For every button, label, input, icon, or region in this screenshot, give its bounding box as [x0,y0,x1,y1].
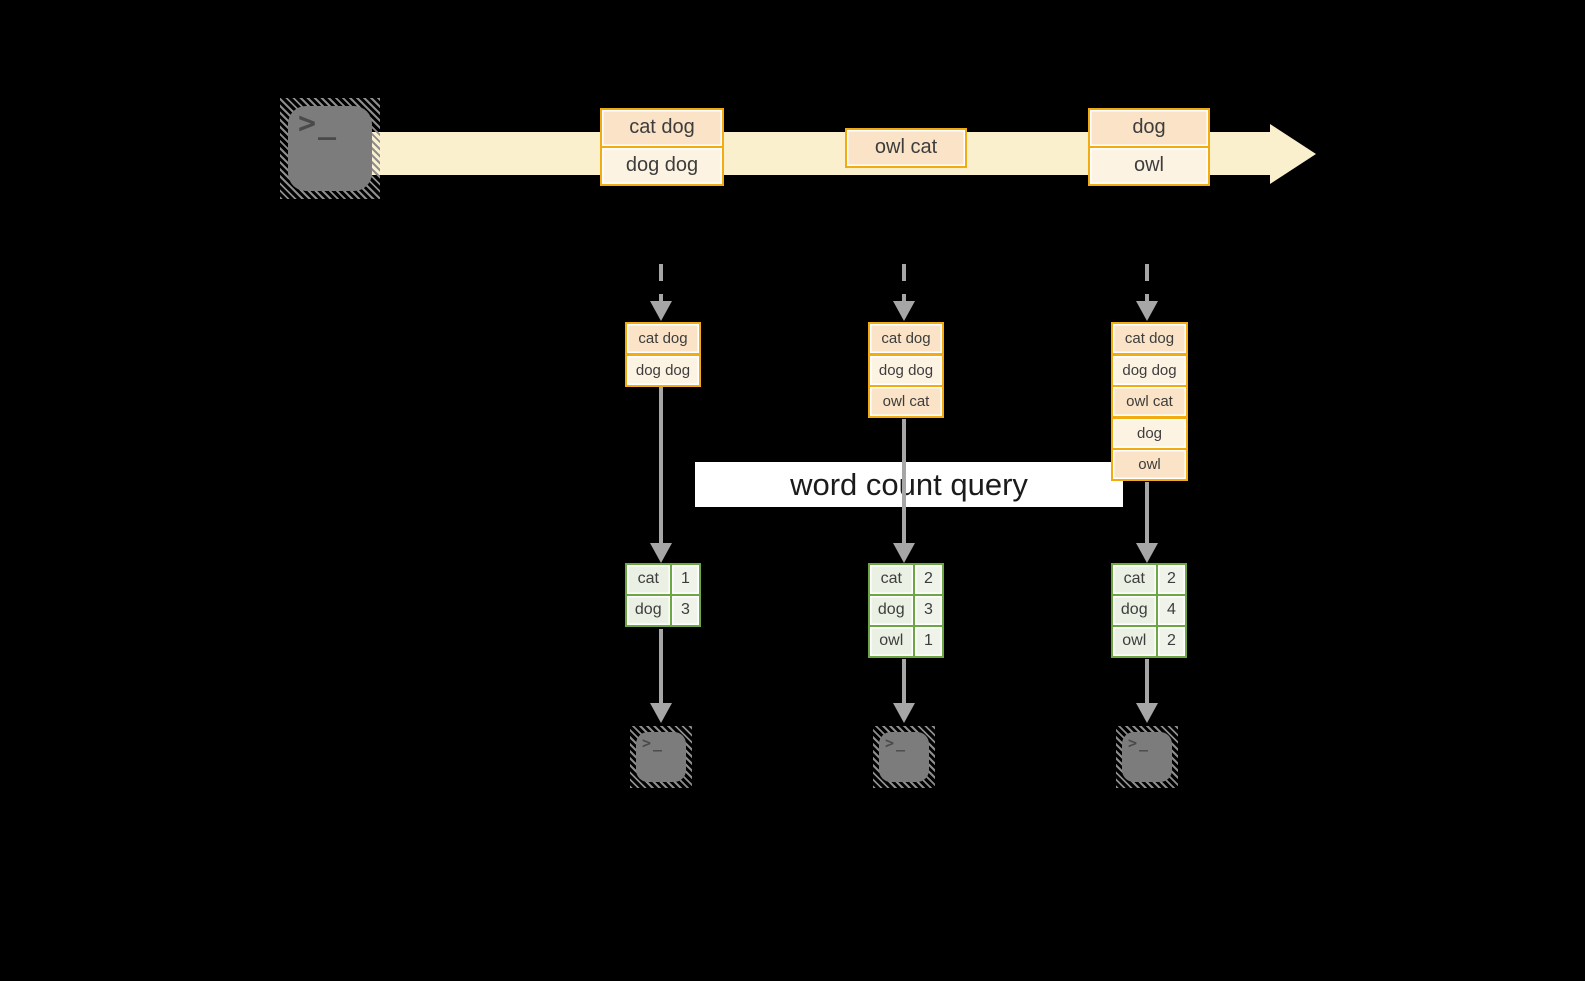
query-arrow-line-1 [659,386,663,543]
result-word-cell: dog [627,596,670,625]
result-count-cell: 3 [672,596,699,625]
stream-record: dog [1090,110,1208,146]
source-terminal-body [288,106,372,191]
sink-terminal-3-icon: >_ [1116,726,1178,788]
trigger-arrowhead-2-icon [893,301,915,321]
trigger-arrow-line-1 [659,264,663,302]
sink-terminal-1-icon: >_ [630,726,692,788]
result-word-cell: dog [1113,596,1156,625]
micro-batch-row: dog dog [1113,355,1186,385]
result-count-cell: 2 [1158,627,1185,656]
sink-terminal-body [1122,732,1172,782]
source-terminal-icon: >_ [280,98,380,199]
trigger-arrowhead-3-icon [1136,301,1158,321]
result-table-1: cat 1 dog 3 [625,563,701,627]
result-count-cell: 1 [915,627,942,656]
query-label: word count query [695,462,1123,507]
micro-batch-row: cat dog [870,324,942,353]
stream-record: dog dog [602,148,722,184]
result-word-cell: cat [870,565,913,594]
result-table-3: cat 2 dog 4 owl 2 [1111,563,1187,658]
micro-batch-row: dog dog [627,355,699,385]
trigger-arrow-line-2 [902,264,906,302]
sink-arrowhead-2-icon [893,703,915,723]
result-word-cell: dog [870,596,913,625]
sink-terminal-2-icon: >_ [873,726,935,788]
terminal-prompt-icon: >_ [642,734,665,752]
sink-terminal-body [636,732,686,782]
trigger-arrow-line-3 [1145,264,1149,302]
terminal-prompt-icon: >_ [298,106,339,141]
query-arrowhead-3-icon [1136,543,1158,563]
micro-batch-row: dog dog [870,355,942,385]
sink-terminal-body [879,732,929,782]
query-arrowhead-2-icon [893,543,915,563]
micro-batch-row: owl cat [870,387,942,416]
result-word-cell: cat [1113,565,1156,594]
result-table-2: cat 2 dog 3 owl 1 [868,563,944,658]
result-count-cell: 1 [672,565,699,594]
micro-batch-row: owl cat [1113,387,1186,416]
stream-record: cat dog [602,110,722,146]
result-word-cell: cat [627,565,670,594]
sink-arrow-line-3 [1145,659,1149,703]
sink-arrowhead-3-icon [1136,703,1158,723]
trigger-arrowhead-1-icon [650,301,672,321]
sink-arrow-line-2 [902,659,906,703]
result-count-cell: 3 [915,596,942,625]
query-arrow-line-2 [902,419,906,543]
result-count-cell: 2 [915,565,942,594]
result-word-cell: owl [1113,627,1156,656]
terminal-prompt-icon: >_ [885,734,908,752]
micro-batch-row: cat dog [627,324,699,353]
micro-batch-row: dog [1113,418,1186,448]
result-word-cell: owl [870,627,913,656]
result-count-cell: 4 [1158,596,1185,625]
stream-batch-2: owl cat [845,128,967,168]
micro-batch-row: owl [1113,450,1186,479]
query-arrowhead-1-icon [650,543,672,563]
stream-timeline-arrowhead-icon [1270,124,1316,184]
terminal-prompt-icon: >_ [1128,734,1151,752]
stream-record: owl cat [847,130,965,166]
sink-arrowhead-1-icon [650,703,672,723]
query-arrow-line-3 [1145,482,1149,543]
stream-record: owl [1090,148,1208,184]
sink-arrow-line-1 [659,629,663,703]
micro-batch-row: cat dog [1113,324,1186,353]
result-count-cell: 2 [1158,565,1185,594]
